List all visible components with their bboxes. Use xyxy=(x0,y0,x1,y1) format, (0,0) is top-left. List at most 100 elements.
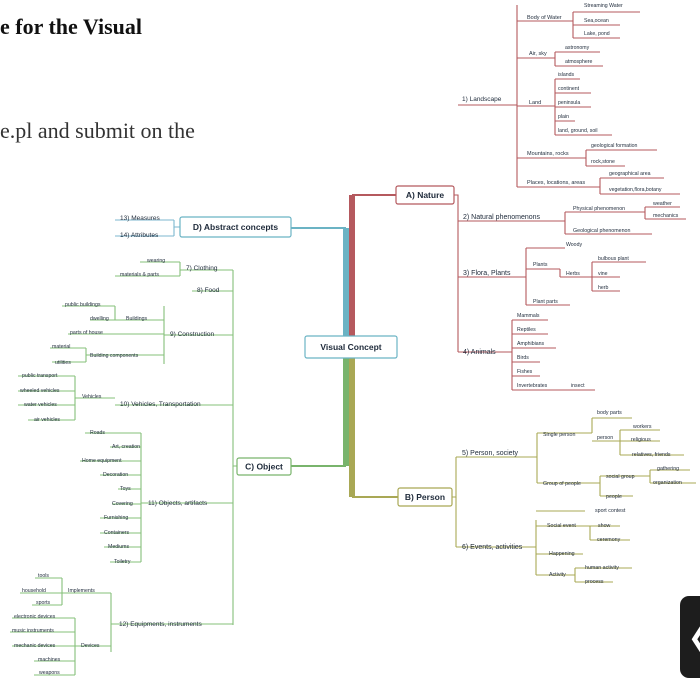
node-machines: machines xyxy=(38,657,61,663)
page-heading: e for the Visual xyxy=(0,14,142,39)
node-public-buildings: public buildings xyxy=(65,302,101,308)
node-flora-plants: 3) Flora, Plants xyxy=(463,270,511,277)
node-containers: Containers xyxy=(104,530,129,536)
node-single-person: Single person xyxy=(543,432,575,438)
node-electronic-devices: electronic devices xyxy=(14,614,56,620)
node-covering: Covering xyxy=(112,501,133,507)
node-body-parts: body parts xyxy=(597,410,622,416)
node-mammals: Mammals xyxy=(517,313,540,319)
node-food: 8) Food xyxy=(197,287,220,294)
node-decoration: Decoration xyxy=(103,472,128,478)
node-sport-contest: sport contest xyxy=(595,508,626,514)
node-people: people xyxy=(606,494,622,500)
node-art-creation: Art, creation xyxy=(112,444,140,450)
node-vehicles-transportation: 10) Vehicles, Transportation xyxy=(120,401,201,408)
node-center: Visual Concept xyxy=(320,342,381,352)
node-land-ground-soil: land, ground, soil xyxy=(558,128,598,134)
node-happening: Happening xyxy=(549,551,575,557)
node-construction: 9) Construction xyxy=(170,331,214,338)
side-panel-toggle[interactable]: ❮ xyxy=(680,596,700,678)
chevron-left-icon: ❮ xyxy=(688,622,700,652)
node-herbs: Herbs xyxy=(566,271,580,277)
node-furnishing: Furnishing xyxy=(104,515,128,521)
node-home-equipment: Home equipment xyxy=(82,458,122,464)
node-clothing: 7) Clothing xyxy=(186,265,218,272)
node-roads: Roads xyxy=(90,430,105,436)
connector-line xyxy=(232,270,237,467)
node-natural-phenomenons: 2) Natural phenomenons xyxy=(463,214,541,221)
node-religious: religious xyxy=(631,437,651,443)
node-dwelling: dwelling xyxy=(90,316,109,322)
node-group-of-people: Group of people xyxy=(543,481,581,487)
node-lake-pond: Lake, pond xyxy=(584,31,610,37)
node-astronomy: astronomy xyxy=(565,45,590,51)
node-boxes xyxy=(179,185,455,507)
node-events-activities: 6) Events, activities xyxy=(462,544,523,551)
node-mechanics: mechanics xyxy=(653,213,679,219)
node-labels: Visual Concept A) Nature B) Person C) Objec… xyxy=(12,3,682,676)
node-continent: continent xyxy=(558,86,580,92)
node-equipments-instruments: 12) Equipments, instruments xyxy=(119,621,202,628)
node-abstract: D) Abstract concepts xyxy=(193,222,278,232)
node-attributes: 14) Attributes xyxy=(120,232,159,239)
node-ceremony: ceremony xyxy=(597,537,621,543)
node-show: show xyxy=(598,523,611,529)
node-insect: insect xyxy=(571,383,585,389)
node-household: household xyxy=(22,588,46,594)
node-implements: Implements xyxy=(68,588,95,594)
node-vehicles: Vehicles xyxy=(82,394,102,400)
node-land: Land xyxy=(529,100,541,106)
node-weapons: weapons xyxy=(39,670,60,676)
node-vegetation: vegetation,flora,botany xyxy=(609,187,662,193)
node-rock-stone: rock,stone xyxy=(591,159,615,165)
connector-line xyxy=(173,220,180,228)
node-wheeled-vehicles: wheeled vehicles xyxy=(20,388,60,394)
node-material: material xyxy=(52,344,70,350)
node-places-locations-areas: Places, locations, areas xyxy=(527,180,585,186)
node-toiletry: Toiletry xyxy=(114,559,131,565)
node-geological-phenomenon: Geological phenomenon xyxy=(573,228,630,234)
node-animals: 4) Animals xyxy=(463,349,496,356)
node-organization: organization xyxy=(653,480,682,486)
node-process: process xyxy=(585,579,604,585)
node-physical-phenomenon: Physical phenomenon xyxy=(573,206,625,212)
node-object: C) Object xyxy=(245,462,283,472)
node-islands: islands xyxy=(558,72,575,78)
node-measures: 13) Measures xyxy=(120,215,160,222)
node-atmosphere: atmosphere xyxy=(565,59,593,65)
node-vine: vine xyxy=(598,271,608,277)
node-wearing: wearing xyxy=(147,258,165,264)
node-reptiles: Reptiles xyxy=(517,327,536,333)
node-activity: Activity xyxy=(549,572,566,578)
node-relatives-friends: relatives, friends xyxy=(632,452,671,458)
node-person-society: 5) Person, society xyxy=(462,450,519,457)
node-woody: Woody xyxy=(566,242,582,248)
node-toys: Toys xyxy=(120,486,131,492)
node-object-box xyxy=(236,457,292,476)
node-abstract-box xyxy=(179,216,292,238)
node-human-activity: human activity xyxy=(585,565,619,571)
node-sea-ocean: Sea,ocean xyxy=(584,18,609,24)
node-devices: Devices xyxy=(81,643,100,649)
node-water-vehicles: water vehicles xyxy=(24,402,57,408)
node-streaming-water: Streaming Water xyxy=(584,3,623,9)
node-social-group: social group xyxy=(606,474,635,480)
node-center-box xyxy=(304,335,398,359)
node-herb: herb xyxy=(598,285,608,291)
node-nature: A) Nature xyxy=(406,190,445,200)
node-plain: plain xyxy=(558,114,569,120)
connector-line xyxy=(454,194,459,352)
node-building-components: Building components xyxy=(90,353,139,359)
node-workers: workers xyxy=(633,424,652,430)
node-social-event: Social event xyxy=(547,523,576,529)
node-nature-box xyxy=(395,185,455,205)
node-person: B) Person xyxy=(405,492,445,502)
node-geographical-area: geographical area xyxy=(609,171,651,177)
node-person-box xyxy=(397,487,453,507)
node-air-sky: Air, sky xyxy=(529,51,547,57)
connector-lines xyxy=(10,5,696,676)
node-air-vehicles: air vehicles xyxy=(34,417,60,423)
node-materials-parts: materials & parts xyxy=(120,272,159,278)
node-utilities: utilities xyxy=(55,360,71,366)
